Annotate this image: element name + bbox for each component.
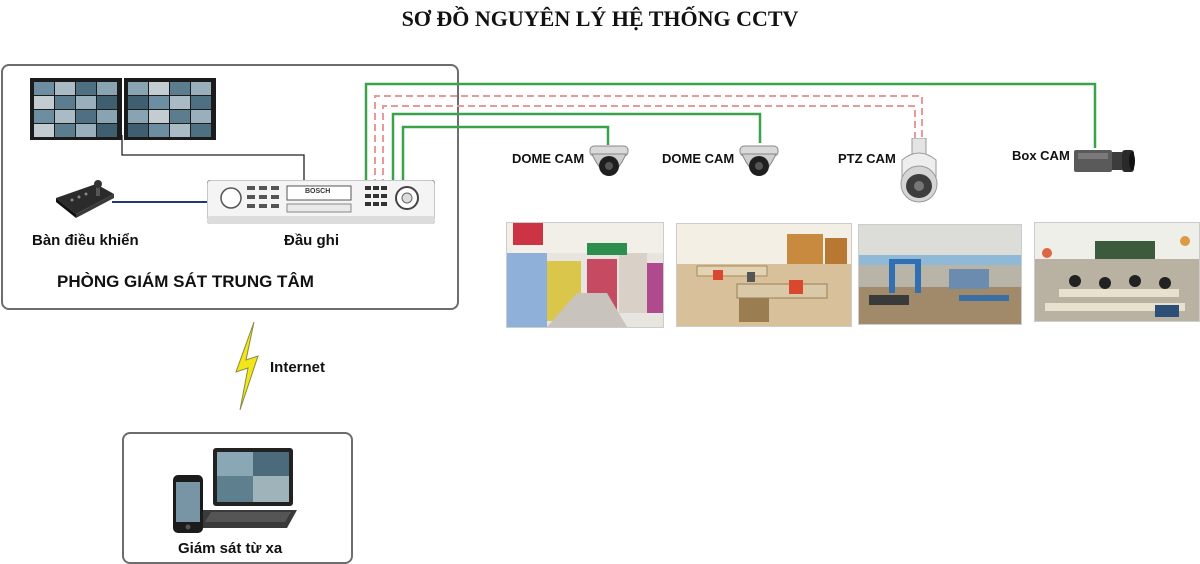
- ptz-camera-icon: [900, 138, 938, 203]
- monitor-tile: [149, 110, 169, 123]
- ptz-cable-a: [374, 95, 923, 186]
- monitor-tile: [191, 82, 211, 95]
- recorder-brand: BOSCH: [305, 188, 331, 195]
- office-photo: [676, 223, 852, 327]
- monitor-tile: [128, 110, 148, 123]
- internet-label: Internet: [270, 359, 326, 376]
- camera-label-ptz: PTZ CAM: [838, 151, 896, 166]
- monitor-tile: [128, 82, 148, 95]
- controller-icon: [56, 180, 114, 218]
- monitor-tile: [170, 82, 190, 95]
- monitor-tile: [55, 82, 75, 95]
- laptop-icon: [193, 448, 297, 528]
- monitor-tile: [191, 110, 211, 123]
- control-room-label: PHÒNG GIÁM SÁT TRUNG TÂM: [57, 272, 314, 291]
- monitor-tile: [149, 96, 169, 109]
- monitor-tile: [170, 110, 190, 123]
- monitor-tile: [76, 96, 96, 109]
- remote-label: Giám sát từ xa: [178, 540, 283, 557]
- dome-camera-icon: [739, 145, 779, 176]
- monitor-tile: [55, 124, 75, 137]
- monitor-tile: [76, 82, 96, 95]
- monitor-cable: [121, 135, 305, 186]
- monitor-tile: [34, 110, 54, 123]
- box-camera-icon: [1074, 150, 1135, 172]
- monitor-wall: [30, 78, 216, 140]
- camera-label-dome-1: DOME CAM: [512, 151, 585, 166]
- factory-photo: [858, 224, 1022, 325]
- controller-label: Bàn điều khiển: [32, 232, 139, 249]
- monitor-tile: [55, 110, 75, 123]
- monitor-tile: [191, 124, 211, 137]
- dome1-cable: [401, 125, 610, 186]
- dome-camera-icon: [589, 145, 629, 176]
- recorder-label: Đầu ghi: [284, 232, 339, 249]
- monitor-tile: [128, 124, 148, 137]
- boxcam-cable: [364, 82, 1097, 186]
- monitor-tile: [97, 110, 117, 123]
- lightning-icon: [235, 321, 259, 411]
- page-title: SƠ ĐỒ NGUYÊN LÝ HỆ THỐNG CCTV: [401, 6, 799, 31]
- monitor-tile: [34, 96, 54, 109]
- monitor-tile: [76, 110, 96, 123]
- monitor-tile: [128, 96, 148, 109]
- monitor-tile: [97, 124, 117, 137]
- monitor-tile: [34, 82, 54, 95]
- camera-label-box: Box CAM: [1012, 148, 1070, 163]
- camera-label-dome-2: DOME CAM: [662, 151, 735, 166]
- monitor-tile: [170, 96, 190, 109]
- monitor-tile: [97, 82, 117, 95]
- monitor-tile: [149, 82, 169, 95]
- monitor-tile: [55, 96, 75, 109]
- monitor-tile: [149, 124, 169, 137]
- monitor-tile: [76, 124, 96, 137]
- monitor-tile: [97, 96, 117, 109]
- monitor-tile: [170, 124, 190, 137]
- recorder-icon: BOSCH: [207, 180, 435, 224]
- phone-icon: [173, 475, 203, 533]
- classroom-photo: [1034, 222, 1200, 322]
- dome2-cable: [391, 112, 762, 186]
- supermarket-photo: [506, 222, 664, 328]
- monitor-tile: [34, 124, 54, 137]
- ptz-cable-b: [382, 105, 916, 186]
- monitor-tile: [191, 96, 211, 109]
